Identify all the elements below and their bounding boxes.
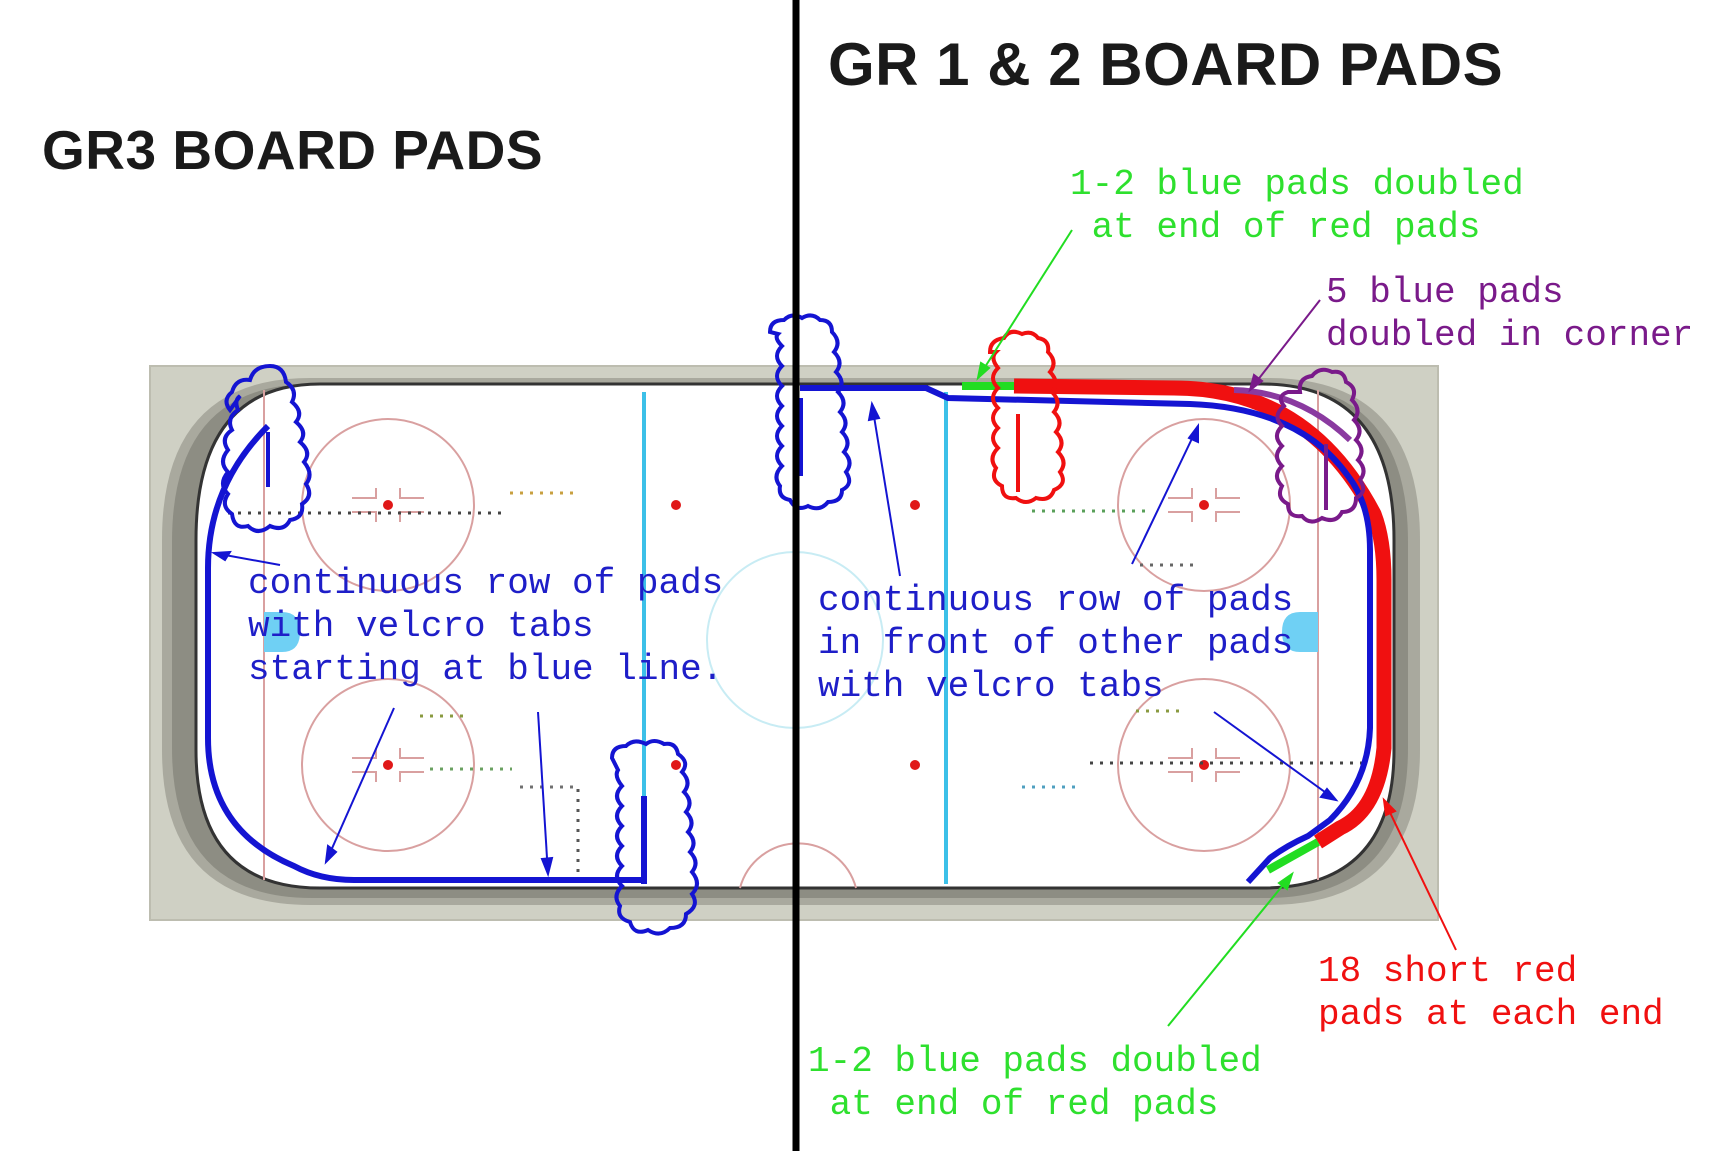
gr3-bottom-velcro-tab [609, 739, 699, 936]
green-bottom-note: 1-2 blue pads doubled at end of red pads [808, 1041, 1262, 1125]
left-bottom-faceoff-circle [301, 678, 475, 852]
gr3-title: GR3 BOARD PADS [42, 119, 544, 181]
green-top-note: 1-2 blue pads doubled at end of red pads [1070, 164, 1524, 248]
arrow-green-bottom [1167, 873, 1293, 1027]
dotted-marker-lines [228, 491, 1370, 884]
centre-velcro-tab [767, 313, 852, 511]
gr3-top-velcro-tab [221, 363, 312, 533]
gr12-blue-pad-row [800, 385, 1373, 885]
arrow-gr3-bottom-1 [325, 707, 395, 863]
arrow-green-top [977, 229, 1073, 379]
gr12-title: GR 1 & 2 BOARD PADS [828, 31, 1504, 98]
arrow-gr12-centre [871, 403, 901, 577]
faceoff-dots [383, 500, 1209, 770]
faceoff-hashes [352, 488, 1240, 782]
right-goal-crease [1282, 612, 1318, 652]
gr12-purple-doubled-corner [1233, 387, 1353, 443]
left-goal-crease [264, 612, 300, 652]
gr12-green-doubled-bottom [1266, 838, 1320, 874]
annotation-arrows [210, 229, 1457, 1027]
arrow-gr12-top-right [1131, 425, 1199, 565]
purple-velcro-tab [1275, 367, 1366, 524]
arrow-purple [1249, 299, 1321, 391]
arrow-gr12-bottom-right [1213, 711, 1337, 801]
arrow-gr3-bottom-2 [537, 711, 549, 875]
gr12-red-pad-row [1013, 378, 1392, 849]
red-velcro-tab [987, 329, 1066, 504]
right-bottom-faceoff-circle [1117, 678, 1291, 852]
velcro-tab-outlines [221, 313, 1366, 936]
arrow-red [1383, 799, 1457, 951]
